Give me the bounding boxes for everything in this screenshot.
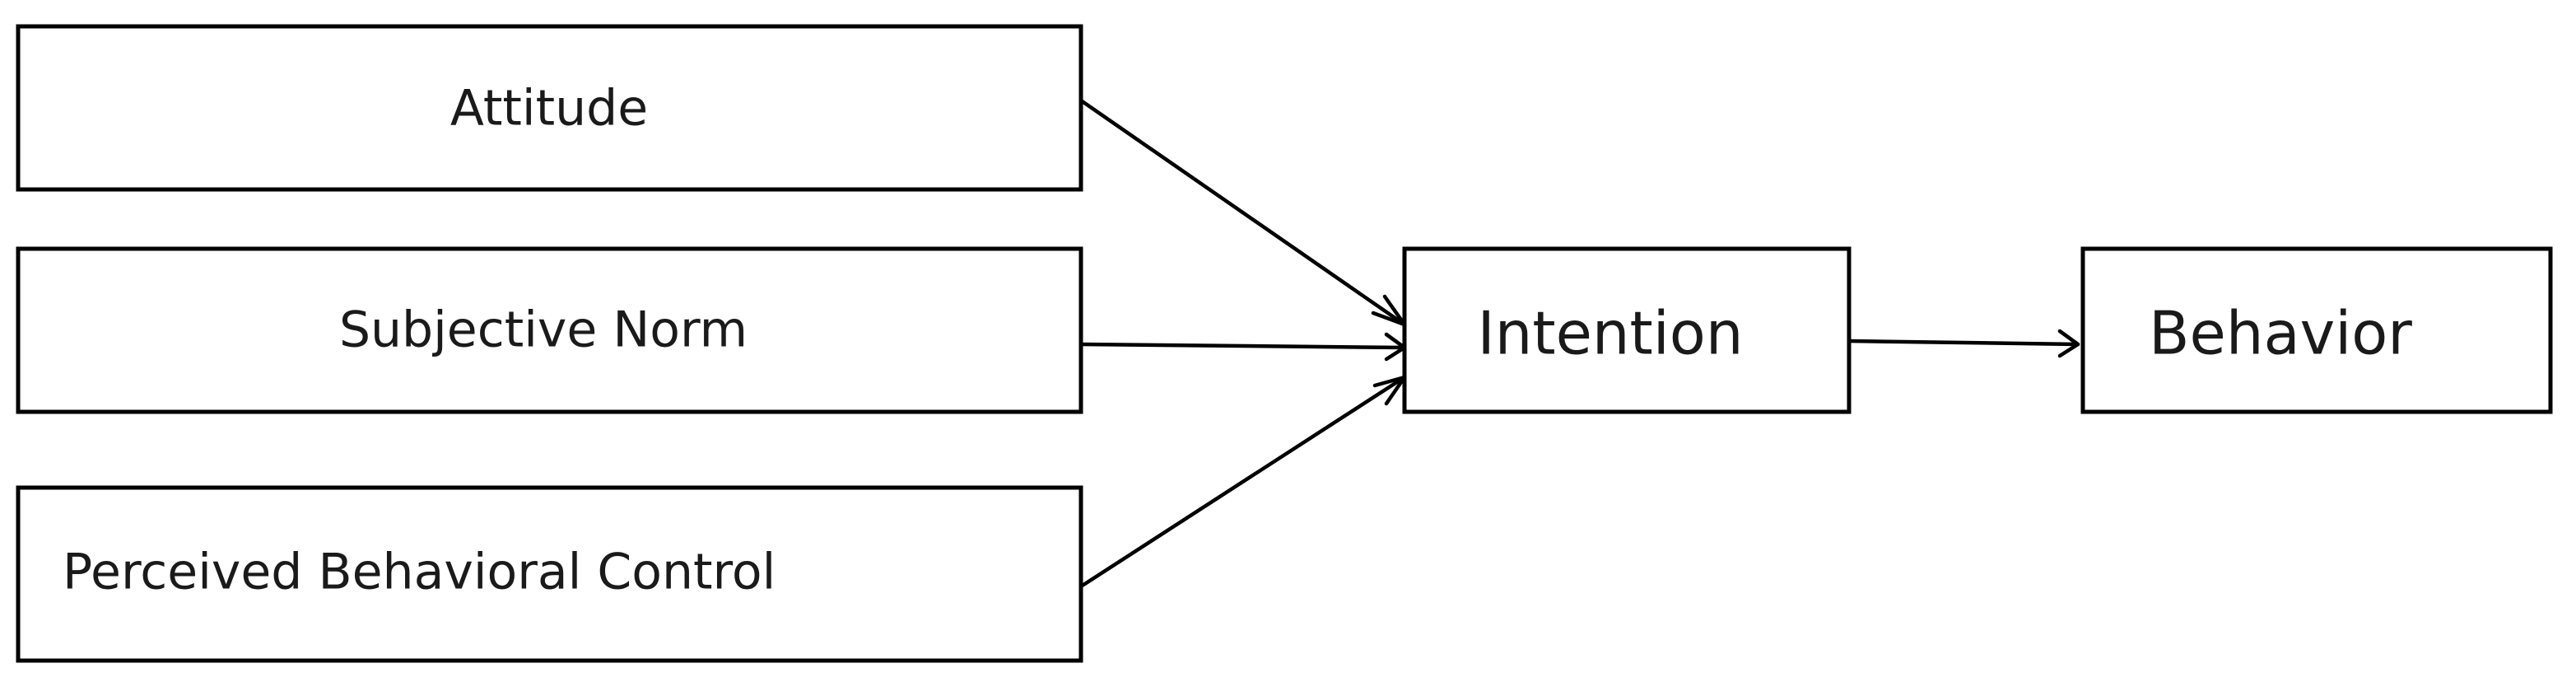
node-label-perceived-behavioral-control: Perceived Behavioral Control xyxy=(63,544,776,601)
node-subjective-norm: Subjective Norm xyxy=(16,246,1083,414)
node-perceived-behavioral-control: Perceived Behavioral Control xyxy=(16,485,1083,663)
edge-perceived-behavioral-control-to-intention xyxy=(1078,375,1407,589)
node-label-subjective-norm: Subjective Norm xyxy=(339,301,748,359)
node-label-attitude: Attitude xyxy=(450,80,648,138)
node-intention: Intention xyxy=(1402,246,1852,414)
node-behavior: Behavior xyxy=(2080,246,2553,414)
edge-intention-to-behavior xyxy=(1847,329,2080,358)
node-label-behavior: Behavior xyxy=(2149,299,2412,368)
node-label-intention: Intention xyxy=(1478,299,1744,368)
node-attitude: Attitude xyxy=(16,24,1083,192)
edge-attitude-to-intention xyxy=(1078,98,1407,327)
edge-subjective-norm-to-intention xyxy=(1078,332,1407,362)
